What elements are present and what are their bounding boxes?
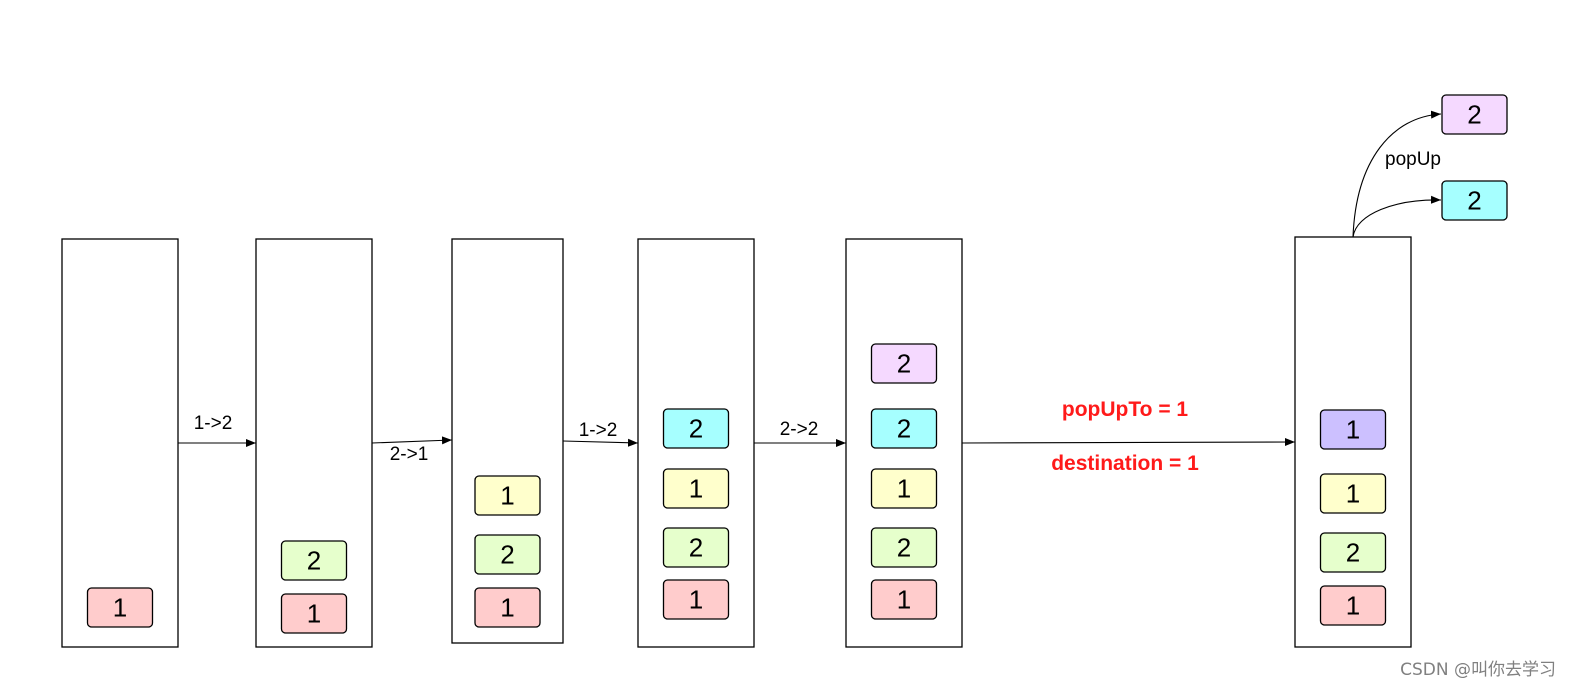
card-box (1319, 409, 1387, 450)
arrow-line (562, 438, 639, 447)
destination-card: 2 (280, 540, 348, 581)
pop-up-to-arrow: popUpTo = 1 destination = 1 (961, 398, 1296, 475)
card-label: 2 (689, 533, 703, 563)
card-box (870, 468, 938, 509)
card-box (662, 579, 730, 620)
destination-card: 1 (870, 468, 938, 509)
popped-destination: 2 (1352, 94, 1508, 238)
destination-card: 2 (870, 527, 938, 568)
destination-card: 1 (662, 579, 730, 620)
card-label: 2 (307, 546, 321, 576)
card-label: 1 (1346, 591, 1360, 621)
card-box (474, 534, 541, 575)
destination-card: 1 (1319, 473, 1387, 514)
destination-card: 2 (474, 534, 541, 575)
destination-card: 2 (870, 343, 938, 384)
destination-card: 1 (86, 587, 154, 628)
card-label: 2 (897, 349, 911, 379)
back-stack-3: 1 2 1 (451, 238, 564, 644)
back-stack-6: 1 1 2 1 (1294, 236, 1412, 648)
destination-card: 2 (870, 408, 938, 449)
destination-card: 1 (662, 468, 730, 509)
card-box (870, 527, 938, 568)
destination-label: destination = 1 (1051, 452, 1199, 475)
destination-card: 2 (662, 408, 730, 449)
back-stack-4: 2 1 2 1 (637, 238, 755, 648)
card-box (662, 408, 730, 449)
popped-destination: 2 (1352, 180, 1508, 238)
destination-card: 1 (1319, 409, 1387, 450)
transition-arrow: 2->2 (754, 419, 846, 447)
pop-up-label: popUp (1385, 149, 1441, 170)
transition-label: 2->1 (390, 444, 429, 465)
destination-card: 1 (280, 593, 348, 634)
card-label: 2 (1467, 186, 1481, 216)
card-label: 2 (1346, 538, 1360, 568)
card-label: 2 (689, 414, 703, 444)
card-box (662, 527, 730, 568)
transition-label: 2->2 (780, 419, 819, 440)
destination-card: 1 (474, 475, 541, 516)
arrow-line (371, 436, 453, 445)
card-box (1319, 532, 1387, 573)
card-box (474, 475, 541, 516)
transition-arrow: 2->1 (371, 436, 453, 465)
card-box (474, 587, 541, 628)
transition-arrow: 1->2 (562, 420, 639, 447)
watermark: CSDN @叫你去学习 (1400, 660, 1556, 680)
card-box (1319, 585, 1387, 626)
pop-up-to-label: popUpTo = 1 (1062, 398, 1189, 421)
back-stack-2: 21 (255, 238, 373, 648)
back-stack-5: 2 2 1 2 1 (845, 238, 963, 648)
stack-frame (451, 238, 564, 644)
back-stack-1: 1 (61, 238, 179, 648)
card-label: 1 (897, 585, 911, 615)
pop-curve (1352, 110, 1442, 238)
destination-card: 2 (662, 527, 730, 568)
card-box (280, 593, 348, 634)
destination-card: 1 (474, 587, 541, 628)
card-box (662, 468, 730, 509)
card-box (870, 579, 938, 620)
destination-card: 2 (1319, 532, 1387, 573)
card-label: 1 (307, 599, 321, 629)
card-label: 1 (689, 474, 703, 504)
stack-frame (61, 238, 179, 648)
card-label: 1 (689, 585, 703, 615)
stack-frame (255, 238, 373, 648)
card-label: 1 (1346, 415, 1360, 445)
transition-label: 1->2 (579, 420, 618, 441)
card-box (1319, 473, 1387, 514)
card-box (1441, 180, 1508, 221)
card-box (1441, 94, 1508, 135)
destination-card: 1 (870, 579, 938, 620)
card-label: 1 (1346, 479, 1360, 509)
card-box (280, 540, 348, 581)
card-label: 2 (1467, 100, 1481, 130)
destination-card: 1 (1319, 585, 1387, 626)
transition-label: 1->2 (194, 413, 233, 434)
card-box (870, 343, 938, 384)
card-label: 1 (500, 481, 514, 511)
card-label: 1 (500, 593, 514, 623)
pop-curve (1352, 195, 1442, 238)
transition-arrow: 1->2 (178, 413, 256, 447)
arrow-line (961, 438, 1296, 447)
card-box (870, 408, 938, 449)
card-box (86, 587, 154, 628)
card-label: 1 (113, 593, 127, 623)
card-label: 2 (897, 414, 911, 444)
card-label: 2 (500, 540, 514, 570)
card-label: 2 (897, 533, 911, 563)
card-label: 1 (897, 474, 911, 504)
